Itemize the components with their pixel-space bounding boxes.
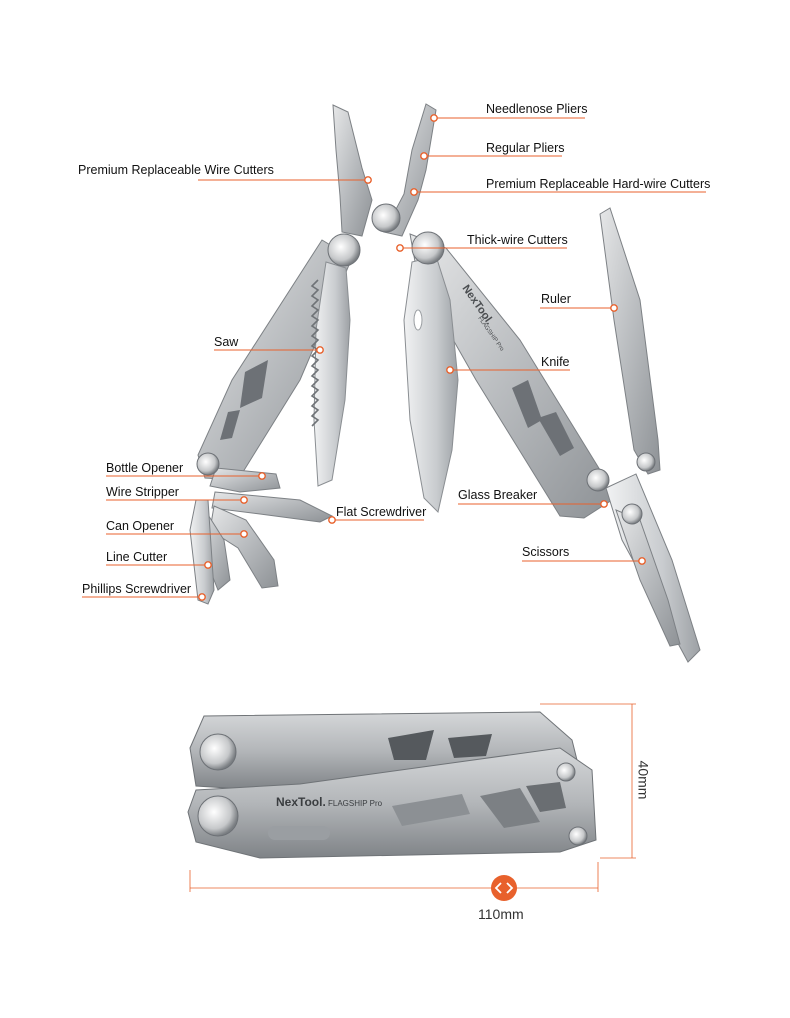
- dimension-height: 40mm: [635, 760, 652, 800]
- closed-slot: [268, 826, 330, 840]
- label-glass-breaker: Glass Breaker: [458, 488, 538, 502]
- closed-pivot-bottom: [197, 795, 239, 837]
- closed-lower-cutout-1: [392, 794, 470, 826]
- pivot-left: [327, 233, 361, 267]
- saw-blade: [313, 261, 351, 487]
- callout-dots: [198, 114, 646, 601]
- saw-teeth: [310, 279, 320, 427]
- label-wire-cutters: Premium Replaceable Wire Cutters: [78, 163, 274, 177]
- closed-pivot-top: [199, 733, 237, 771]
- label-phillips-screwdriver: Phillips Screwdriver: [82, 582, 192, 596]
- expand-arrows-icon: [491, 875, 517, 901]
- label-needlenose-pliers: Needlenose Pliers: [486, 102, 588, 116]
- closed-upper-cutout-2: [448, 734, 492, 758]
- plier-pivot: [371, 203, 401, 233]
- dimension-lines: [189, 703, 636, 892]
- label-thick-wire-cutters: Thick-wire Cutters: [467, 233, 568, 247]
- label-bottle-opener: Bottle Opener: [106, 461, 184, 475]
- label-knife: Knife: [541, 355, 570, 369]
- closed-lower-cutout-3: [526, 782, 566, 812]
- bottle-opener-tool: [209, 467, 281, 493]
- closed-pivot-right-top: [556, 762, 576, 782]
- pivot-left-lower: [196, 452, 220, 476]
- closed-multitool: NexTool. FLAGSHIP Pro: [187, 711, 597, 859]
- phillips-screwdriver-tool: [189, 499, 215, 605]
- dimension-width: 110mm: [478, 906, 524, 922]
- knife-thumb-hole: [413, 309, 423, 331]
- pivot-ruler: [636, 452, 656, 472]
- open-multitool: NexTool. FLAGSHIP Pro: [189, 103, 701, 663]
- closed-lower-cutout-2: [480, 788, 540, 828]
- label-can-opener: Can Opener: [106, 519, 175, 533]
- label-flat-screwdriver: Flat Screwdriver: [336, 505, 427, 519]
- label-regular-pliers: Regular Pliers: [486, 141, 565, 155]
- right-handle-cutout-1: [512, 380, 542, 428]
- plier-jaw-left: [332, 104, 373, 237]
- label-saw: Saw: [214, 335, 239, 349]
- left-handle-cutout-1: [240, 360, 268, 408]
- label-scissors: Scissors: [522, 545, 570, 559]
- label-line-cutter: Line Cutter: [106, 550, 168, 564]
- label-hard-wire-cutters: Premium Replaceable Hard-wire Cutters: [486, 177, 711, 191]
- closed-brand-mark: NexTool.: [276, 795, 326, 809]
- left-handle-cutout-2: [220, 410, 240, 440]
- closed-model-mark: FLAGSHIP Pro: [328, 799, 383, 808]
- ruler-tool: [599, 207, 661, 475]
- callout-lines: [82, 117, 706, 598]
- label-ruler: Ruler: [541, 292, 571, 306]
- closed-pivot-right-bottom: [568, 826, 588, 846]
- right-handle-cutout-2: [538, 412, 574, 456]
- closed-upper-cutout-1: [388, 730, 434, 760]
- pivot-scissors: [621, 503, 643, 525]
- pivot-handle-end: [586, 468, 610, 492]
- label-wire-stripper: Wire Stripper: [106, 485, 179, 499]
